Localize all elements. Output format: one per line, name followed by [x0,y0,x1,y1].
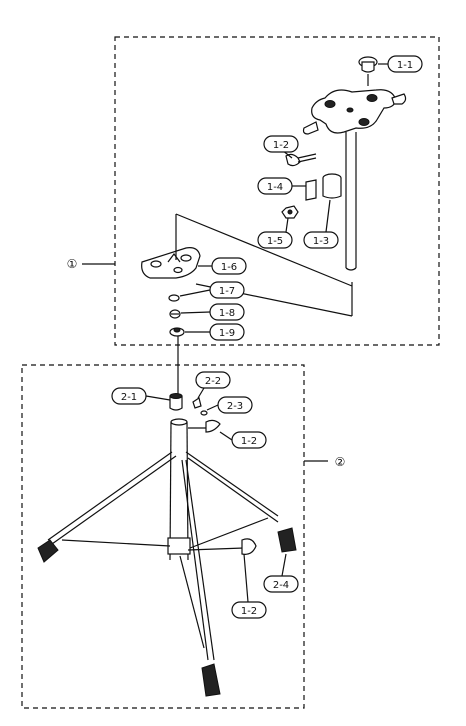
nut-part [281,205,299,219]
tripod-stand [37,393,297,697]
part-label-1-9: 1-9 [209,323,245,341]
assembly-callout-1-text: ① [67,257,78,271]
part-label-1-2-top: 1-2 [263,135,299,153]
part-label-2-3-text: 2-3 [227,401,243,412]
part-label-2-2: 2-2 [195,371,231,389]
part-label-2-1-text: 2-1 [121,392,137,403]
part-label-1-8-text: 1-8 [219,308,235,319]
part-label-1-7-text: 1-7 [219,286,235,297]
part-label-1-7: 1-7 [209,281,245,299]
part-label-2-4-text: 2-4 [273,580,289,591]
vertical-post [345,132,357,271]
part-label-1-3-text: 1-3 [313,236,329,247]
washer-part [168,294,180,302]
part-label-1-5-text: 1-5 [267,236,283,247]
part-label-1-5: 1-5 [257,231,293,249]
part-label-2-2-text: 2-2 [205,376,221,387]
assembly-callout-2: ② [304,455,345,469]
wing-bolt-top [285,153,317,167]
part-label-1-1: 1-1 [387,55,423,73]
part-label-1-1-text: 1-1 [397,60,413,71]
mount-plate [141,247,201,279]
part-label-1-8: 1-8 [209,303,245,321]
part-label-1-2-bottom-text: 1-2 [241,606,257,617]
alignment-lines [175,213,353,317]
part-label-1-9-text: 1-9 [219,328,235,339]
assembly-2-box [21,364,305,709]
spring-washer-part [169,309,181,319]
part-label-2-1: 2-1 [111,387,147,405]
part-label-1-2-top-text: 1-2 [273,140,289,151]
knob-nut-part [169,327,185,337]
part-label-1-2-mid: 1-2 [231,431,267,449]
clamp-assembly [302,56,407,135]
part-label-1-6: 1-6 [211,257,247,275]
assembly-1-box [114,36,440,346]
part-label-1-4: 1-4 [257,177,293,195]
part-label-1-2-mid-text: 1-2 [241,436,257,447]
part-label-1-3: 1-3 [303,231,339,249]
part-label-1-2-bottom: 1-2 [231,601,267,619]
part-label-2-4: 2-4 [263,575,299,593]
part-label-1-6-text: 1-6 [221,262,237,273]
assembly-callout-2-text: ② [335,455,346,469]
assembly-callout-1: ① [67,257,115,271]
sleeve-part [305,173,342,201]
part-label-2-3: 2-3 [217,396,253,414]
part-label-1-4-text: 1-4 [267,182,283,193]
